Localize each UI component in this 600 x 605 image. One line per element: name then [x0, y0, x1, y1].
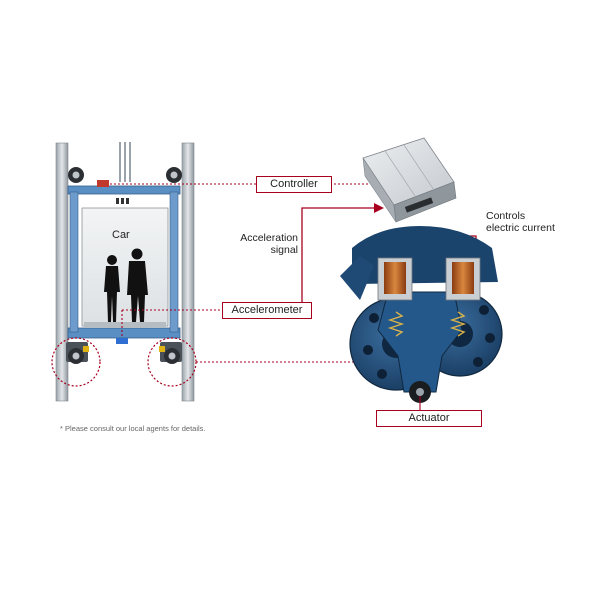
acceleration-signal-label: Acceleration signal	[236, 232, 298, 256]
accelerometer-label: Accelerometer	[222, 302, 312, 319]
controls-current-label: Controls electric current	[486, 210, 555, 234]
top-roller-left	[68, 167, 84, 183]
hoist-rope	[124, 142, 126, 182]
car-label: Car	[112, 229, 130, 241]
top-roller-right	[166, 167, 182, 183]
hoist-rope	[119, 142, 121, 182]
guide-rail-left	[55, 142, 69, 402]
car-stile-left	[69, 191, 79, 333]
acceleration-signal-line1: Acceleration	[240, 232, 298, 244]
actuator-coil-left	[377, 257, 413, 301]
acceleration-signal-line	[301, 207, 374, 302]
car-safety-plank	[67, 327, 181, 339]
controller-unit	[362, 137, 457, 223]
hoist-rope	[129, 142, 131, 182]
passenger-woman-silhouette	[104, 255, 120, 322]
footnote: * Please consult our local agents for de…	[60, 424, 206, 433]
elevator-shaft	[51, 142, 197, 402]
car-crosshead	[67, 185, 181, 195]
controls-current-line2: electric current	[486, 222, 555, 234]
car-cabin	[81, 207, 169, 327]
car-stile-right	[169, 191, 179, 333]
bottom-roller-left	[66, 342, 89, 364]
highlight-circle-left	[51, 337, 101, 387]
controller-label: Controller	[256, 176, 332, 193]
passenger-man-silhouette	[127, 248, 148, 322]
car-floor	[84, 322, 166, 328]
actuator-label: Actuator	[376, 410, 482, 427]
signal-arrowhead	[374, 203, 384, 213]
bottom-roller-right	[159, 342, 182, 364]
top-sensor-unit	[97, 180, 109, 187]
actuator-assembly	[340, 226, 503, 403]
accelerometer-unit	[116, 338, 128, 344]
controls-current-line1: Controls	[486, 210, 526, 222]
actuator-springs	[387, 311, 467, 337]
acceleration-signal-line2: signal	[270, 244, 298, 256]
actuator-coil-right	[445, 257, 481, 301]
guide-rail-right	[181, 142, 195, 402]
